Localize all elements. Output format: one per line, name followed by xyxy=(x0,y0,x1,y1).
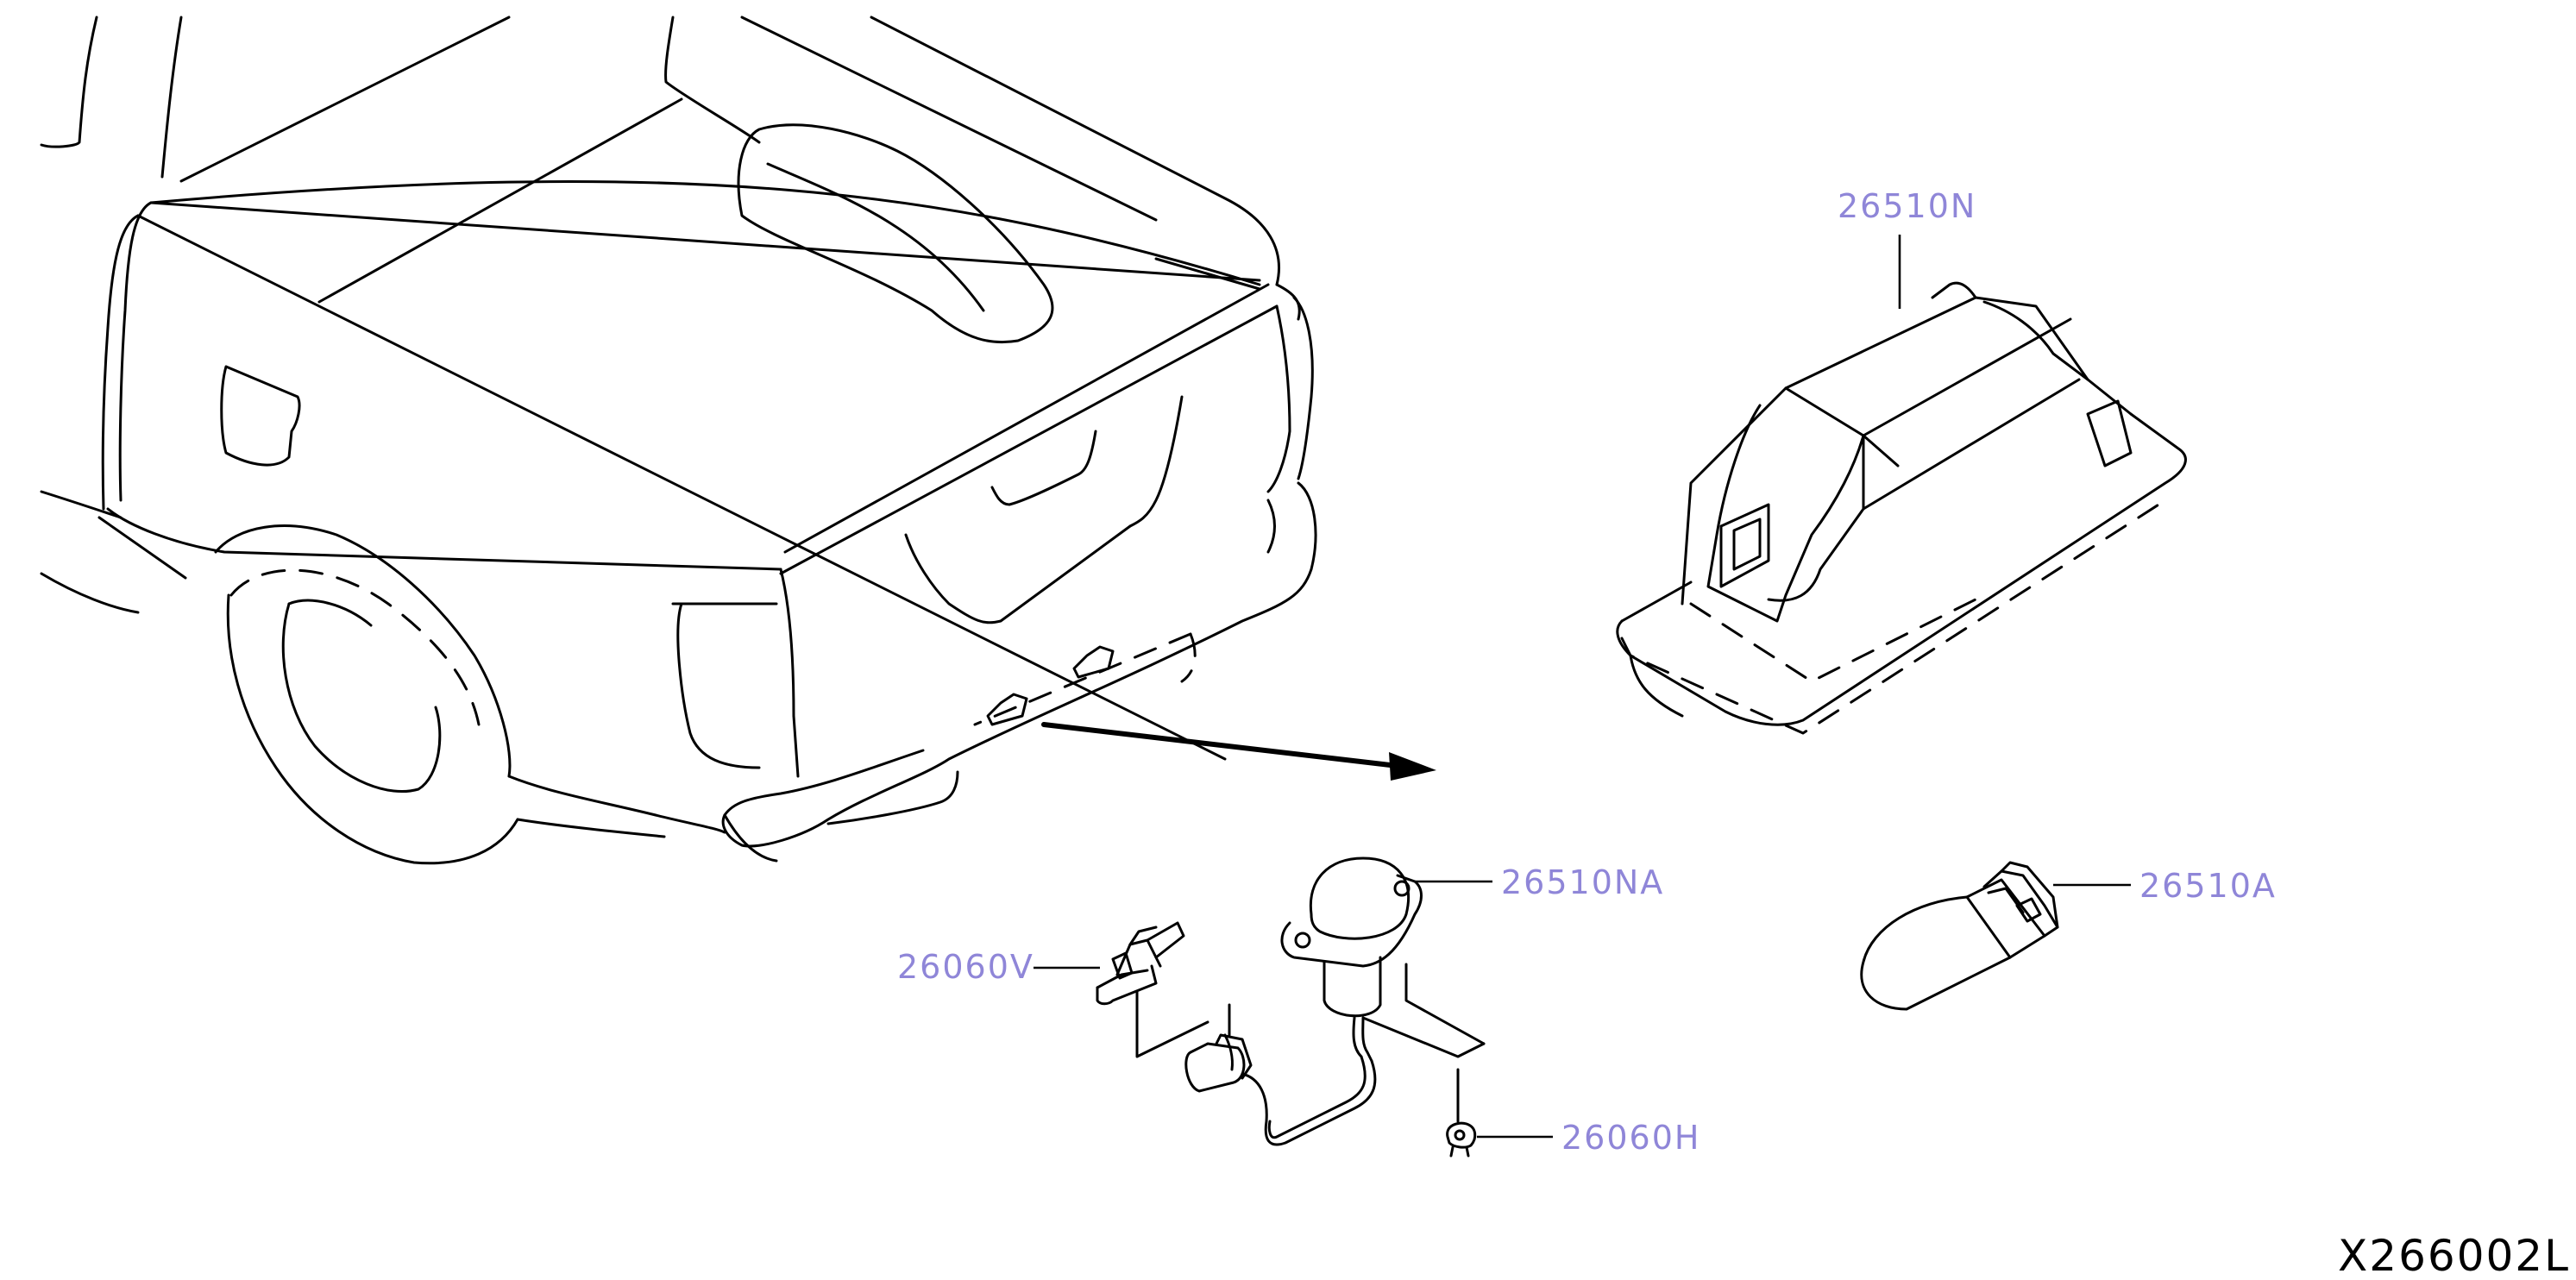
label-26060V: 26060V xyxy=(897,948,1034,986)
label-26510A: 26510A xyxy=(2139,867,2277,905)
diagram-code: X266002L xyxy=(2338,1231,2570,1280)
label-26510NA: 26510NA xyxy=(1501,863,1664,901)
pickup-truck-rear-illustration xyxy=(40,16,1317,865)
grommet-clip-drawing xyxy=(1361,963,1486,1158)
license-lamp-assembly-drawing xyxy=(1616,281,2187,735)
detail-arrow xyxy=(1041,722,1436,781)
wedge-bulb-drawing xyxy=(1860,861,2059,1011)
label-26510N: 26510N xyxy=(1838,187,1976,225)
lamp-socket-drawing xyxy=(1184,856,1423,1146)
label-26060H: 26060H xyxy=(1561,1119,1700,1157)
clip-routing-line xyxy=(1135,990,1209,1058)
harness-clip-drawing xyxy=(1096,921,1185,1006)
